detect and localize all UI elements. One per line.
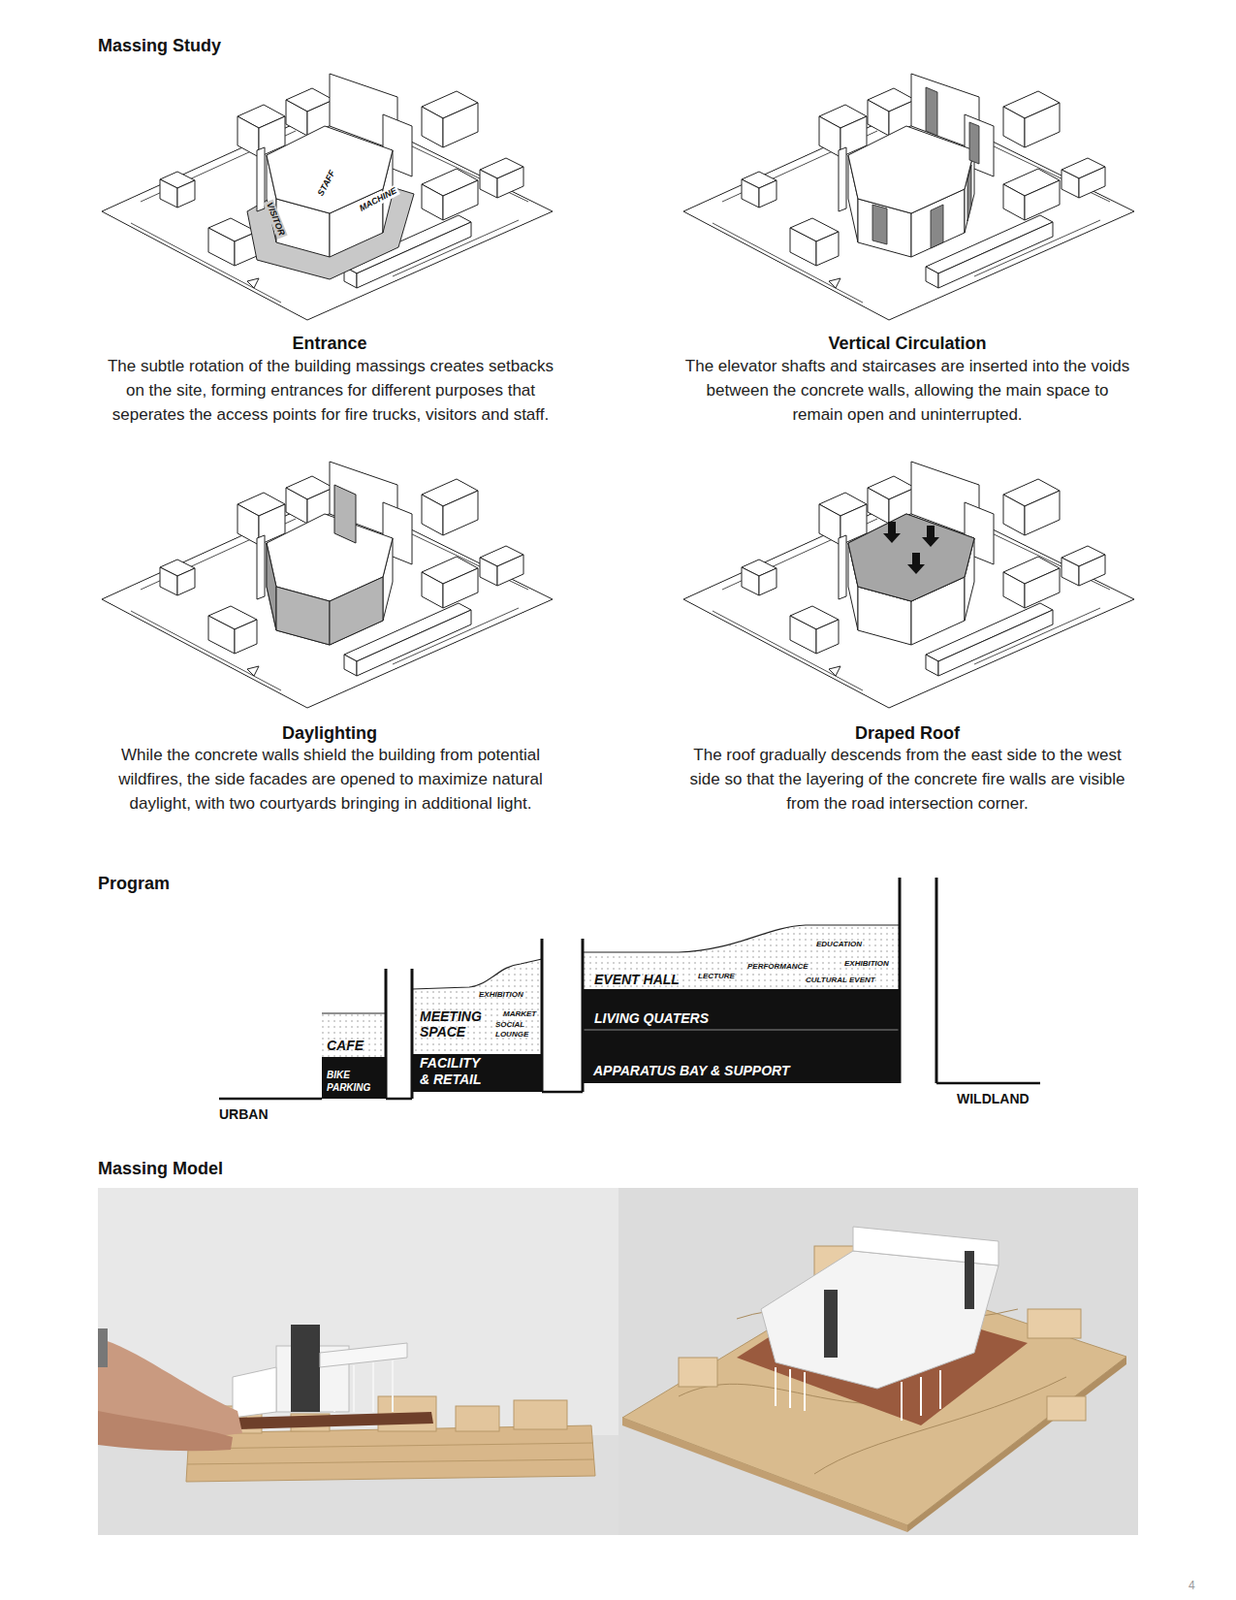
page-number: 4 — [1188, 1578, 1196, 1593]
program-tag: MARKET — [503, 1009, 537, 1019]
caption-heading: Entrance — [96, 332, 563, 355]
program-section — [219, 877, 1041, 1099]
program-tag: EXHIBITION — [478, 989, 524, 1000]
program-band: EVENT HALL LECTURE PERFORMANCE EDUCATION EXH… — [582, 922, 900, 989]
caption-body: While the concrete walls shield the buil… — [96, 742, 565, 816]
program-band: MEETING SPACE EXHIBITION MARKETSOCIAL LOUN… — [412, 984, 542, 1054]
circulation-axon — [683, 73, 1135, 320]
model-photos — [97, 1187, 1139, 1535]
axis-label: WILDLAND — [956, 1089, 1030, 1108]
program-band: APPARATUS BAY & SUPPORT — [582, 1029, 900, 1083]
program-tag: PERFORMANCE — [747, 961, 809, 972]
band-label: MEETING SPACE — [419, 1008, 486, 1040]
program-band: CAFE — [321, 1013, 386, 1057]
program-band: FACILITY & RETAIL — [412, 1053, 542, 1092]
program-band: BIKE PARKING — [321, 1056, 386, 1099]
band-label: EVENT HALL — [594, 971, 680, 988]
band-label: CAFE — [326, 1037, 364, 1054]
program-tag: EXHIBITION — [844, 958, 889, 969]
program-band: LIVING QUATERS — [582, 988, 900, 1030]
program-tag: CULTURAL EVENT — [805, 975, 876, 985]
band-label: BIKE PARKING — [326, 1068, 383, 1094]
caption-body: The roof gradually descends from the eas… — [682, 742, 1133, 816]
band-label: APPARATUS BAY & SUPPORT — [593, 1062, 791, 1079]
band-label: LIVING QUATERS — [594, 1010, 709, 1027]
caption-body: The elevator shafts and staircases are i… — [682, 353, 1133, 427]
entrance-axon — [101, 73, 553, 320]
program-tag: LECTURE — [697, 971, 735, 982]
caption-heading: Draped Roof — [678, 722, 1137, 745]
daylight-axon — [101, 461, 553, 708]
axis-label: URBAN — [219, 1105, 269, 1123]
band-label: FACILITY & RETAIL — [419, 1054, 486, 1088]
caption-heading: Daylighting — [96, 722, 563, 745]
caption-heading: Vertical Circulation — [678, 332, 1137, 355]
section-heading: Massing Study — [97, 34, 222, 58]
section-heading: Program — [97, 872, 170, 895]
caption-body: The subtle rotation of the building mass… — [96, 353, 565, 427]
program-tag: EDUCATION — [816, 939, 862, 950]
section-heading: Massing Model — [97, 1157, 223, 1180]
roof-axon — [683, 461, 1135, 708]
program-tag: SOCIAL LOUNGE — [495, 1019, 533, 1040]
